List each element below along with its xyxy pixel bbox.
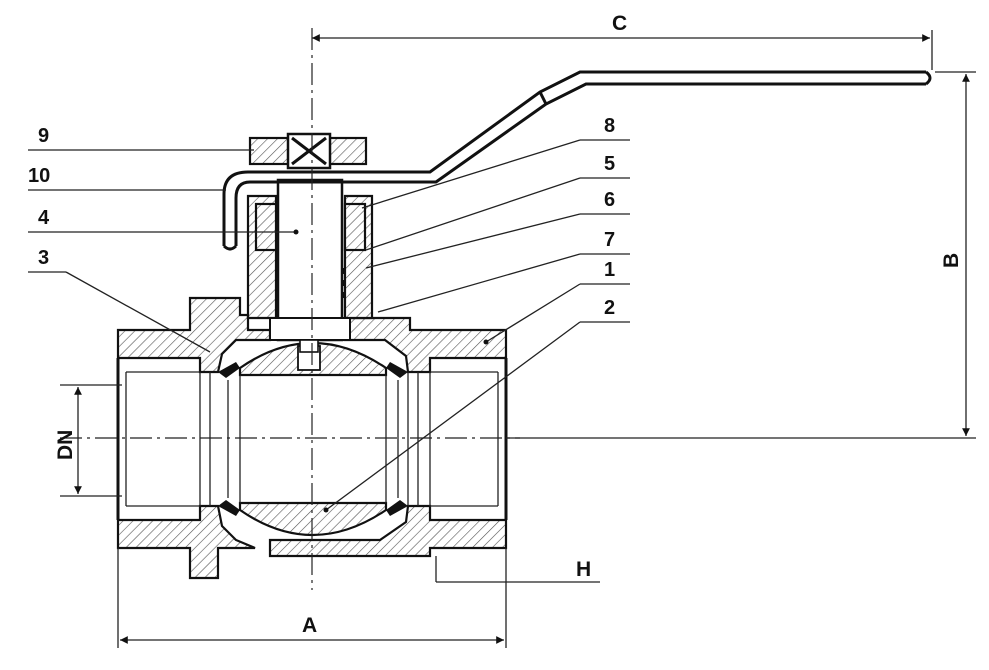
callout-1: 1 [604,259,615,281]
callout-8: 8 [604,115,615,137]
ball [227,342,399,536]
callout-2: 2 [604,297,615,319]
dimension-lines [60,30,976,648]
callout-3: 3 [38,247,49,269]
callout-labels: 9 10 4 3 8 5 6 7 1 2 [28,115,615,319]
stem [269,178,351,353]
callout-4: 4 [38,207,50,229]
valve-body [116,296,508,580]
callout-6: 6 [604,189,615,211]
callout-9: 9 [38,125,49,147]
lever-handle [222,70,932,251]
dimension-labels: C B DN A H [54,12,963,637]
callout-10: 10 [28,165,50,187]
callout-5: 5 [604,153,615,175]
callout-7: 7 [604,229,615,251]
center-lines [60,28,520,590]
dimension-c-label: C [612,12,627,35]
dimension-a-label: A [302,614,317,637]
seat-rings [218,362,408,516]
leader-lines [28,139,630,513]
top-nut [248,132,368,170]
dimension-b-label: B [940,253,963,268]
dimension-dn-label: DN [54,430,77,460]
dimension-h-label: H [576,558,591,581]
